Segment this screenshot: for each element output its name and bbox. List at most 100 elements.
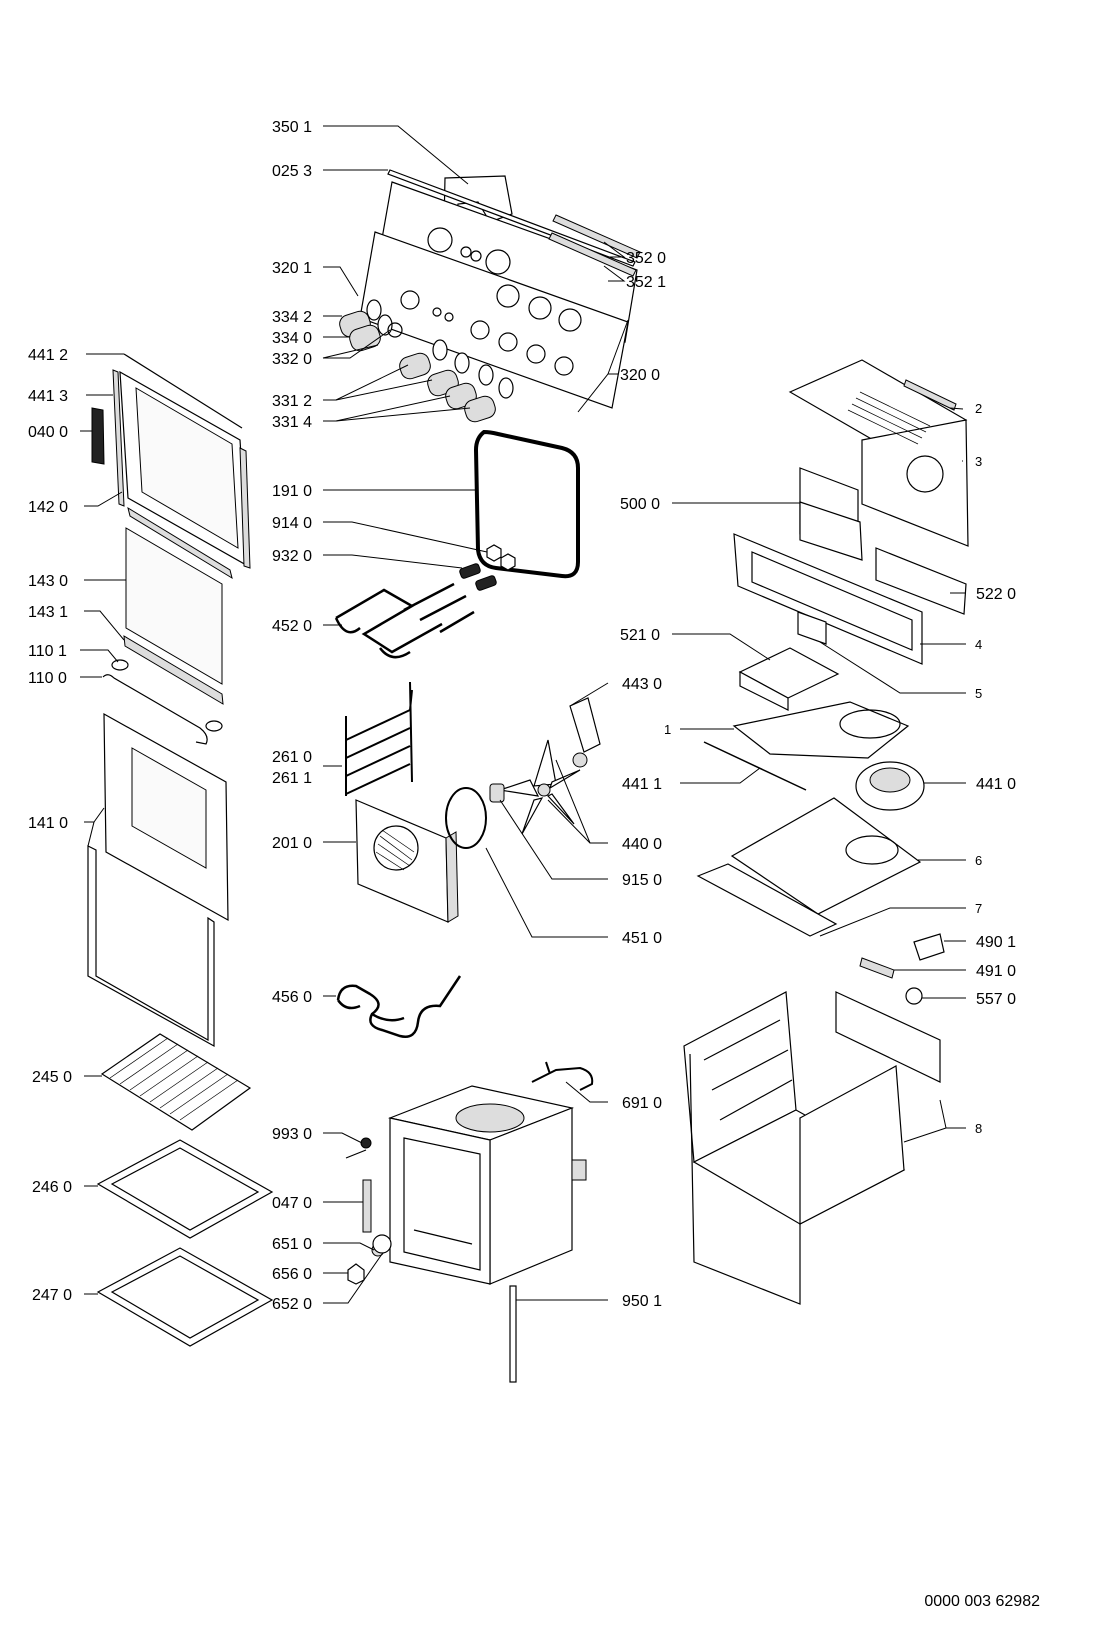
label-451-0: 451 0 <box>622 930 662 947</box>
label-456-0: 456 0 <box>272 989 312 1006</box>
label-201-0: 201 0 <box>272 835 312 852</box>
label-491-0: 491 0 <box>976 963 1016 980</box>
label-110-0: 110 0 <box>28 670 67 687</box>
part-950-1 <box>509 1285 517 1383</box>
label-8: 8 <box>975 1121 982 1136</box>
label-261-1: 261 1 <box>272 770 312 787</box>
part-143-0 <box>125 527 223 685</box>
part-452-0 <box>334 582 475 659</box>
label-331-4: 331 4 <box>272 414 312 431</box>
part-7 <box>696 863 838 937</box>
label-025-3: 025 3 <box>272 163 312 180</box>
part-191-0 <box>473 429 580 579</box>
part-6 <box>730 797 922 915</box>
label-522-0: 522 0 <box>976 586 1016 603</box>
part-245-0 <box>100 1033 252 1131</box>
oven-cavity <box>387 1085 587 1285</box>
label-914-0: 914 0 <box>272 515 312 532</box>
label-191-0: 191 0 <box>272 483 312 500</box>
label-500-0: 500 0 <box>620 496 660 513</box>
part-451-0 <box>445 787 487 849</box>
part-691-0 <box>531 1061 594 1091</box>
label-4: 4 <box>975 637 982 652</box>
label-441-3: 441 3 <box>28 388 68 405</box>
right-parts <box>683 359 969 1305</box>
knobs-group <box>339 299 514 423</box>
label-440-0: 440 0 <box>622 836 662 853</box>
part-440-0 <box>499 739 581 835</box>
label-441-1: 441 1 <box>622 776 662 793</box>
part-456-0 <box>336 975 462 1038</box>
label-334-2: 334 2 <box>272 309 312 326</box>
label-490-1: 490 1 <box>976 934 1016 951</box>
label-261-0: 261 0 <box>272 749 312 766</box>
part-040-0 <box>91 407 105 465</box>
label-915-0: 915 0 <box>622 872 662 889</box>
racks-trays <box>96 1033 274 1347</box>
label-950-1: 950 1 <box>622 1293 662 1310</box>
label-521-0: 521 0 <box>620 627 660 644</box>
part-143-1 <box>123 635 224 705</box>
part-914-0 <box>486 544 502 562</box>
label-932-0: 932 0 <box>272 548 312 565</box>
part-441-2 <box>123 353 243 429</box>
label-443-0: 443 0 <box>622 676 662 693</box>
part-441-3 <box>112 369 125 507</box>
part-1 <box>732 701 910 759</box>
part-352-1 <box>548 232 637 277</box>
label-352-1: 352 1 <box>626 274 666 291</box>
part-8 <box>683 991 941 1305</box>
part-2 <box>903 379 957 411</box>
part-261-0 <box>345 681 413 796</box>
label-320-1: 320 1 <box>272 260 312 277</box>
label-2: 2 <box>975 401 982 416</box>
label-691-0: 691 0 <box>622 1095 662 1112</box>
label-245-0: 245 0 <box>32 1069 72 1086</box>
part-5 <box>797 611 827 645</box>
label-334-0: 334 0 <box>272 330 312 347</box>
part-993-0 <box>360 1137 372 1149</box>
part-557-0 <box>905 987 923 1005</box>
part-522-0 <box>875 547 967 615</box>
label-3: 3 <box>975 454 982 469</box>
label-040-0: 040 0 <box>28 424 68 441</box>
label-6: 6 <box>975 853 982 868</box>
label-352-0: 352 0 <box>626 250 666 267</box>
label-047-0: 047 0 <box>272 1195 312 1212</box>
leader-lines <box>80 125 966 1304</box>
label-656-0: 656 0 <box>272 1266 312 1283</box>
part-247-0 <box>96 1247 274 1347</box>
part-352-0 <box>552 214 641 259</box>
part-441-1 <box>703 741 807 791</box>
part-490-1 <box>913 933 945 961</box>
label-110-1: 110 1 <box>28 643 67 660</box>
part-110-0 <box>102 674 208 745</box>
part-652-0 <box>372 1234 392 1254</box>
part-frame-4 <box>733 533 923 665</box>
part-047-0 <box>362 1179 372 1233</box>
label-651-0: 651 0 <box>272 1236 312 1253</box>
document-id: 0000 003 62982 <box>924 1593 1040 1610</box>
label-993-0: 993 0 <box>272 1126 312 1143</box>
part-201-0 <box>355 799 449 923</box>
label-331-2: 331 2 <box>272 393 312 410</box>
label-143-1: 143 1 <box>28 604 68 621</box>
part-932-0 <box>459 563 481 579</box>
label-246-0: 246 0 <box>32 1179 72 1196</box>
door-assembly <box>87 353 251 1048</box>
center-parts <box>334 429 601 1383</box>
label-557-0: 557 0 <box>976 991 1016 1008</box>
label-141-0: 141 0 <box>28 815 68 832</box>
label-332-0: 332 0 <box>272 351 312 368</box>
label-143-0: 143 0 <box>28 573 68 590</box>
part-656-0 <box>347 1263 365 1285</box>
control-panel-assembly <box>339 169 641 423</box>
label-5: 5 <box>975 686 982 701</box>
label-441-2: 441 2 <box>28 347 68 364</box>
label-142-0: 142 0 <box>28 499 68 516</box>
part-491-0 <box>859 957 895 979</box>
part-915-0 <box>489 783 505 803</box>
part-110-1 <box>111 659 129 671</box>
